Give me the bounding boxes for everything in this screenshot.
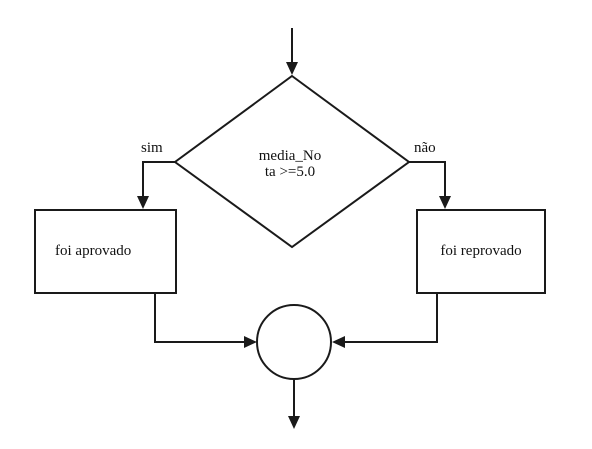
process-rejected-box [416, 209, 546, 294]
junction-node [256, 304, 332, 380]
yes-branch-connector [137, 161, 175, 209]
decision-label-line2: ta >=5.0 [265, 164, 315, 180]
decision-node: media_No ta >=5.0 [173, 74, 411, 249]
decision-label-line1: media_No [259, 148, 321, 164]
process-approved: foi aprovado [34, 209, 177, 294]
decision-diamond [173, 74, 411, 249]
merge-connector-left [154, 293, 257, 348]
merge-connector-right [332, 293, 438, 348]
entry-arrow [286, 28, 298, 75]
yes-branch-label: sim [141, 140, 163, 156]
process-approved-label: foi aprovado [55, 243, 131, 259]
process-approved-box [34, 209, 177, 294]
process-rejected: foi reprovado [416, 209, 546, 294]
no-branch-connector [409, 161, 451, 209]
junction-circle [256, 304, 332, 380]
no-branch-label: não [414, 140, 436, 156]
exit-arrow [288, 379, 300, 429]
process-rejected-label: foi reprovado [440, 243, 521, 259]
